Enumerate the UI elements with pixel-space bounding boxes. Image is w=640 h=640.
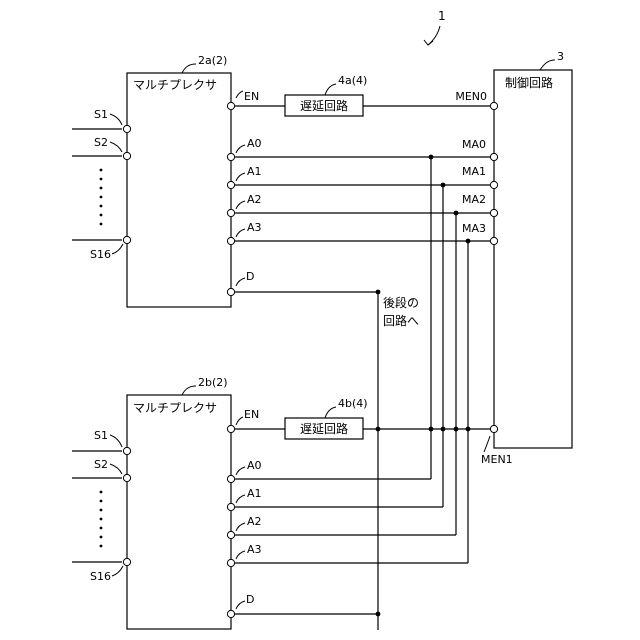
mux-a-s16-label: S16 (90, 248, 111, 261)
mux-b-s2-label: S2 (94, 458, 108, 471)
mux-a-a0-leader (236, 145, 245, 153)
mux-a-d-label: D (246, 270, 254, 283)
mux-a-a1-label: A1 (247, 165, 262, 178)
mux-b-ref-leader (182, 386, 196, 395)
mux-b-a3-label: A3 (247, 543, 262, 556)
mux-b-en-label: EN (244, 408, 259, 421)
mux-b-ref: 2b(2) (198, 376, 228, 389)
mux-b-s2-leader (110, 464, 122, 474)
mux-a-en-label: EN (244, 90, 259, 103)
men0-label: MEN0 (455, 90, 487, 103)
ma3-label: MA3 (462, 222, 486, 235)
mux-b-s1-leader (110, 435, 122, 447)
mux-b-en-leader (236, 417, 243, 425)
mux-b-ellipsis (100, 491, 103, 548)
figure-number: 1 (438, 9, 446, 23)
mux-b-a0-label: A0 (247, 459, 262, 472)
ma2-label: MA2 (462, 193, 486, 206)
mux-a-a2-leader (236, 201, 245, 209)
mux-a-box (127, 73, 231, 307)
downstream-label-line1: 後段の (383, 295, 419, 310)
mux-b-a2-label: A2 (247, 515, 262, 528)
mux-b-a0-leader (236, 467, 245, 475)
mux-b-s16-label: S16 (90, 570, 111, 583)
mux-a-a0-label: A0 (247, 137, 262, 150)
mux-b-a1-leader (236, 495, 245, 503)
mux-a-label: マルチプレクサ (133, 78, 217, 92)
mux-a-a1-leader (236, 173, 245, 181)
delay-a-ref-leader (325, 84, 336, 95)
mux-a-s16-leader (112, 244, 123, 254)
mux-b-a1-label: A1 (247, 487, 262, 500)
delay-b-ref-leader (325, 407, 336, 418)
delay-b-ref: 4b(4) (338, 397, 368, 410)
delay-a-ref: 4a(4) (338, 74, 367, 87)
downstream-label-line2: 回路へ (383, 313, 419, 328)
mux-b-label: マルチプレクサ (133, 401, 217, 415)
control-circuit-ref: 3 (557, 50, 564, 63)
mux-a-a2-label: A2 (247, 193, 262, 206)
mux-b-box (127, 395, 231, 629)
men1-leader (484, 436, 490, 452)
mux-b-d-leader (236, 601, 245, 609)
figure-leader-arrowhead (424, 40, 433, 45)
delay-b-label: 遅延回路 (300, 421, 348, 436)
mux-a-ref: 2a(2) (198, 54, 227, 67)
mux-a-s1-label: S1 (94, 108, 108, 121)
ma0-label: MA0 (462, 138, 486, 151)
mux-a-s2-leader (110, 142, 122, 152)
mux-a-a3-label: A3 (247, 221, 262, 234)
mux-a-ellipsis (100, 169, 103, 226)
figure-leader (428, 26, 440, 45)
mux-b-d-label: D (246, 593, 254, 606)
control-circuit-label: 制御回路 (505, 75, 553, 90)
mux-b-s16-leader (112, 566, 123, 576)
mux-a-a3-leader (236, 229, 245, 237)
mux-a-s2-label: S2 (94, 136, 108, 149)
control-ref-leader (540, 60, 555, 70)
mux-b-a3-leader (236, 551, 245, 559)
control-circuit-box (494, 70, 572, 448)
mux-a-d-leader (236, 278, 245, 286)
men1-label: MEN1 (481, 453, 513, 466)
delay-a-label: 遅延回路 (300, 98, 348, 113)
mux-a-ref-leader (182, 64, 196, 73)
mux-a-en-leader (236, 91, 243, 98)
mux-a-s1-leader (110, 114, 122, 125)
mux-b-a2-leader (236, 523, 245, 531)
mux-b-s1-label: S1 (94, 429, 108, 442)
ma1-label: MA1 (462, 165, 486, 178)
